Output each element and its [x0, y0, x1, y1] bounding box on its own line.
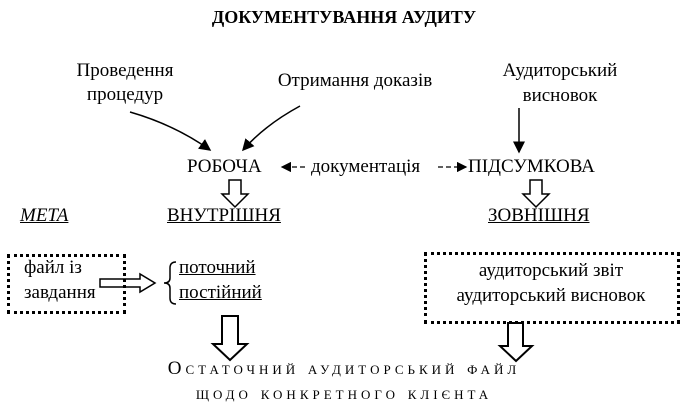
- documentation-label: документація: [311, 156, 421, 177]
- brace-icon: [163, 261, 177, 305]
- hollow-arrow-external: [521, 179, 551, 209]
- file-type-current: поточний: [179, 257, 256, 278]
- source-procedures-line2: процедур: [86, 84, 164, 105]
- final-file-line1: Остаточний аудиторський файл: [167, 358, 521, 379]
- task-file-line1: файл із: [24, 257, 82, 278]
- hollow-arrow-final-left: [210, 315, 250, 362]
- arrow-procedures: [129, 111, 212, 151]
- audit-opinion: аудиторський висновок: [456, 285, 646, 306]
- source-opinion-line2: висновок: [522, 85, 598, 106]
- hollow-arrow-internal: [220, 179, 250, 209]
- source-procedures-line1: Проведення: [76, 60, 174, 81]
- hollow-arrow-right: [99, 272, 157, 294]
- external-docs-box: [424, 252, 680, 324]
- audit-report: аудиторський звіт: [478, 260, 624, 281]
- arrow-evidence: [242, 105, 301, 152]
- final-file-line2: щодо конкретного клієнта: [195, 383, 493, 404]
- task-file-line2: завдання: [24, 282, 96, 303]
- source-opinion-line1: Аудиторський: [502, 60, 618, 81]
- task-file-box: [7, 254, 126, 314]
- final-documentation: ПІДСУМКОВА: [468, 156, 595, 177]
- external-purpose: ЗОВНІШНЯ: [488, 205, 590, 226]
- source-evidence: Отримання доказів: [277, 70, 433, 91]
- purpose-label: МЕТА: [20, 205, 69, 226]
- hollow-arrow-final-right: [497, 322, 535, 363]
- working-documentation: РОБОЧА: [187, 156, 262, 177]
- file-type-permanent: постійний: [179, 282, 262, 303]
- page-title: ДОКУМЕНТУВАННЯ АУДИТУ: [211, 7, 477, 27]
- internal-purpose: ВНУТРІШНЯ: [167, 205, 281, 226]
